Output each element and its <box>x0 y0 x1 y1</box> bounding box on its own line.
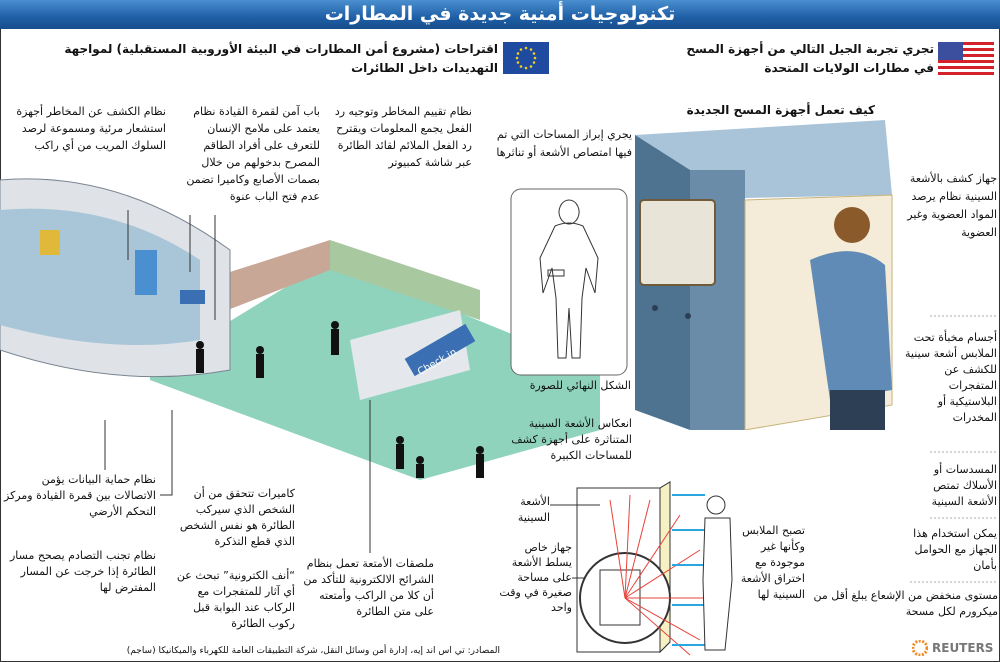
label-threat-detection: نظام الكشف عن المخاطر أجهزة استشعار مرئي… <box>16 105 166 152</box>
us-trial-note: تجري تجربة الجيل التالي من أجهزة المسح ف… <box>686 42 934 75</box>
final-scan-image <box>510 188 628 376</box>
terminal-wall <box>205 240 330 315</box>
reuters-logo: REUTERS <box>912 640 993 656</box>
label-luggage-tags: ملصقات الأمتعة تعمل بنظام الشرائح الالكت… <box>303 557 434 618</box>
label-xray-device: جهاز كشف بالأشعة السينية نظام يرصد الموا… <box>907 172 997 239</box>
scanned-person-outline <box>702 495 733 651</box>
body-scanner-illustration <box>635 120 893 430</box>
source-note: المصادر: تي اس اند إيه، إدارة أمن وسائل … <box>126 646 500 656</box>
label-data-protection: نظام حماية البيانات يؤمن الاتصالات بين ق… <box>4 473 156 518</box>
us-flag-icon <box>938 42 994 78</box>
person-being-scanned <box>810 207 892 430</box>
label-clothes: تصبح الملابس وكأنها غير موجودة مع اختراق… <box>740 524 805 601</box>
gun-icon <box>547 269 565 277</box>
label-hidden-objects: أجسام مخبأة تحت الملابس أشعة سينية للكشف… <box>905 331 997 424</box>
reuters-dots-icon <box>912 640 928 656</box>
reuters-brand: REUTERS <box>932 641 994 655</box>
label-low-radiation: مستوى منخفض من الإشعاع يبلغ أقل من ميكرو… <box>813 589 998 618</box>
label-threat-assessment: نظام تقييم المخاطر وتوجيه رد الفعل يجمع … <box>334 105 472 169</box>
label-xrays: الأشعة السينية <box>517 495 550 524</box>
aircraft-cutaway <box>0 178 231 378</box>
eu-proposal-note: اقتراحات (مشروع أمن المطارات في البيئة ا… <box>64 42 498 75</box>
dotted-dividers <box>910 315 998 583</box>
leader-lines <box>104 210 371 553</box>
label-emitter: جهاز خاص يسلط الأشعة على مساحة صغيرة في … <box>499 541 572 614</box>
scanner-heading: كيف تعمل أجهزة المسح الجديدة <box>686 103 875 117</box>
label-cameras: كاميرات تتحقق من أن الشخص الذي سيركب الط… <box>179 487 295 548</box>
label-electronic-nose: “أنف الكترونية” تبحث عن أي آثار للمتفجرا… <box>176 569 295 630</box>
label-reflection: انعكاس الأشعة السينية المتناثرة على أجهز… <box>511 417 632 462</box>
label-collision-avoidance: نظام تجنب التصادم يصحح مسار الطائرة إذا … <box>9 549 156 594</box>
label-guns: المسدسات أو الأسلاك تمتص الأشعة السينية <box>931 463 997 508</box>
label-pregnant-safe: يمكن استخدام هذا الجهاز مع الحوامل بأمان <box>913 527 997 572</box>
backscatter-diagram <box>550 481 733 656</box>
label-highlight-note: يجري إبراز المساحات التي تم فيها امتصاص … <box>496 128 632 159</box>
passenger-silhouettes <box>196 321 484 478</box>
aircraft-terminal-illustration: Check in <box>0 178 600 480</box>
label-cockpit-door: باب آمن لقمرة القيادة نظام يعتمد على ملا… <box>186 105 320 203</box>
eu-flag-icon <box>503 42 549 74</box>
final-image-caption: الشكل النهائي للصورة <box>529 379 631 392</box>
scanner-screen <box>639 199 716 286</box>
page-title: تكنولوجيات أمنية جديدة في المطارات <box>0 0 1000 29</box>
